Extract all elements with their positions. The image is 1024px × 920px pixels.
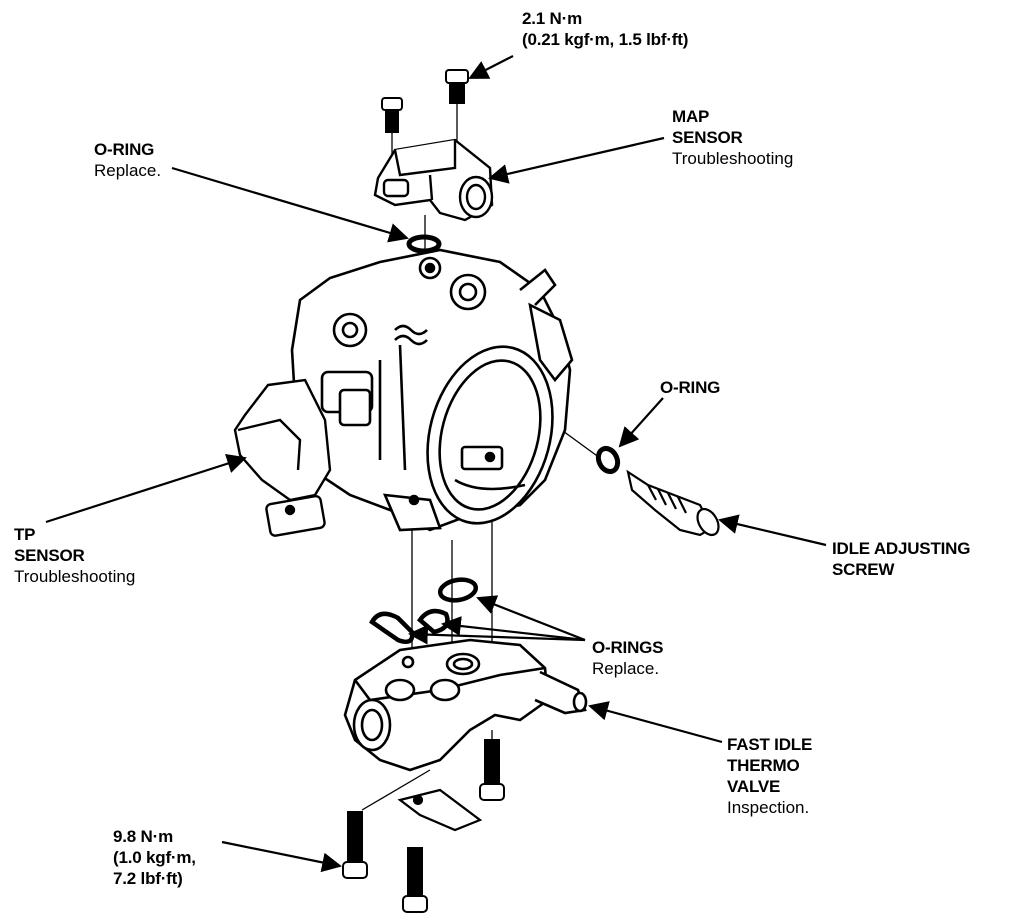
label-fast-idle-thermo-valve: FAST IDLE THERMO VALVE Inspection.	[727, 734, 812, 818]
bottom-bolt-center	[402, 847, 428, 913]
o-ring-top-note: Replace.	[94, 161, 162, 180]
label-idle-adjusting-screw: IDLE ADJUSTING SCREW	[832, 538, 970, 580]
leader-bottom-torque	[221, 840, 342, 873]
bottom-torque-alt2: 7.2 lbf·ft)	[113, 869, 183, 888]
throttle-body	[290, 248, 574, 532]
o-ring-top-title: O-RING	[94, 140, 155, 159]
label-o-ring-top: O-RING Replace.	[94, 139, 161, 181]
label-o-ring-right: O-RING	[660, 377, 720, 398]
label-map-sensor: MAP SENSOR Troubleshooting	[672, 106, 793, 169]
tp-sensor-line1: TP	[14, 525, 36, 544]
top-bolt-left	[381, 97, 403, 133]
map-sensor-note: Troubleshooting	[672, 149, 794, 168]
idle-screw-line2: SCREW	[832, 560, 895, 579]
bracket	[397, 788, 483, 832]
tp-sensor-note: Troubleshooting	[14, 567, 136, 586]
fast-idle-line1: FAST IDLE	[727, 735, 813, 754]
leader-top-torque	[468, 55, 514, 79]
leader-o-rings-2	[441, 616, 586, 642]
label-bottom-torque: 9.8 N·m (1.0 kgf·m, 7.2 lbf·ft)	[113, 826, 196, 889]
bottom-bolt-right	[479, 739, 505, 801]
tp-sensor-line2: SENSOR	[14, 546, 85, 565]
map-sensor-line2: SENSOR	[672, 128, 743, 147]
map-sensor	[373, 138, 494, 222]
fast-idle-line3: VALVE	[727, 777, 781, 796]
label-tp-sensor: TP SENSOR Troubleshooting	[14, 524, 135, 587]
label-o-rings: O-RINGS Replace.	[592, 637, 664, 679]
leader-o-ring-top	[171, 166, 409, 243]
fast-idle-line2: THERMO	[727, 756, 800, 775]
fast-idle-note: Inspection.	[727, 798, 810, 817]
idle-adjusting-screw	[626, 469, 720, 537]
o-rings-lower	[369, 577, 479, 644]
o-rings-title: O-RINGS	[592, 638, 664, 657]
top-torque-alt: (0.21 kgf·m, 1.5 lbf·ft)	[522, 30, 689, 49]
label-top-torque: 2.1 N·m (0.21 kgf·m, 1.5 lbf·ft)	[522, 8, 688, 50]
o-ring-top	[406, 234, 442, 254]
leader-o-rings-3	[408, 624, 586, 645]
o-ring-right	[595, 445, 621, 475]
leader-idle-screw	[718, 514, 827, 547]
bottom-torque-value: 9.8 N·m	[113, 827, 174, 846]
bottom-bolt-left	[342, 811, 368, 879]
o-ring-right-title: O-RING	[660, 378, 721, 397]
bottom-torque-alt1: (1.0 kgf·m,	[113, 848, 196, 867]
map-sensor-line1: MAP	[672, 107, 710, 126]
top-bolt-right	[445, 69, 469, 104]
leader-o-rings-1	[476, 595, 586, 642]
tp-sensor	[233, 378, 332, 537]
top-torque-value: 2.1 N·m	[522, 9, 583, 28]
leader-fast-idle	[588, 701, 723, 744]
fast-idle-thermo-valve	[343, 638, 588, 772]
idle-screw-line1: IDLE ADJUSTING	[832, 539, 971, 558]
leader-map-sensor	[488, 136, 665, 184]
leader-o-ring-right	[618, 397, 664, 448]
o-rings-note: Replace.	[592, 659, 660, 678]
leader-tp-sensor	[45, 454, 247, 524]
leader-lines	[45, 55, 827, 873]
